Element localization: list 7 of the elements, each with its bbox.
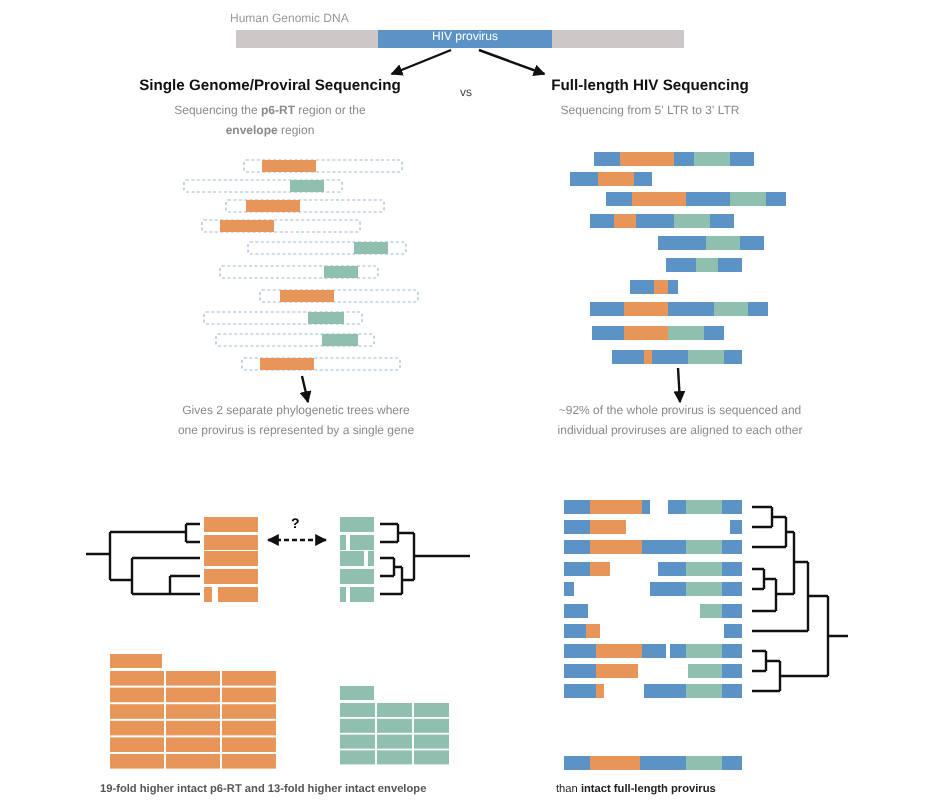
- arrow: [478, 48, 546, 76]
- arrow: [390, 48, 452, 76]
- sequence-reads-drawing: [180, 154, 424, 374]
- arrow: [266, 534, 328, 546]
- arrow: [299, 375, 312, 404]
- arrow: [673, 367, 686, 404]
- sequence-reads-drawing: [566, 146, 790, 366]
